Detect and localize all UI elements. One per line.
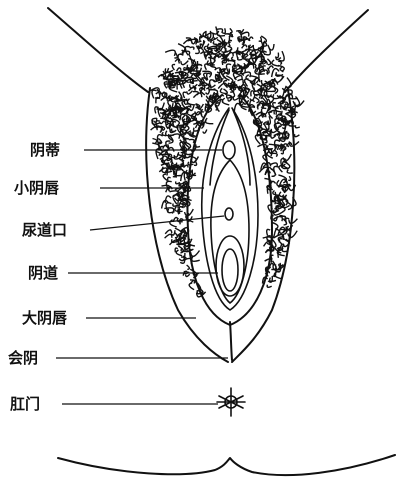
hair-curl: [230, 28, 232, 32]
hair-curl: [213, 41, 217, 44]
buttocks-outline: [58, 455, 395, 475]
hair-curl: [192, 40, 196, 44]
hair-curl: [187, 91, 193, 94]
hair-curl: [267, 229, 271, 235]
hair-curl: [179, 207, 184, 214]
hair-curl: [278, 175, 286, 183]
hair-curl: [259, 37, 262, 42]
hair-curl: [190, 47, 194, 49]
hair-curl: [216, 68, 221, 71]
hair-curl: [164, 82, 167, 88]
leader-urethral-opening: [90, 216, 224, 230]
hair-curl: [254, 97, 259, 103]
hair-curl: [213, 27, 217, 35]
hair-curl: [233, 97, 239, 100]
label-perineum: 会阴: [8, 349, 38, 367]
hair-curl: [178, 44, 186, 53]
hair-curl: [234, 103, 241, 111]
hair-curl: [268, 66, 273, 70]
hair-curl: [181, 61, 188, 65]
labia-minora-outline: [202, 108, 258, 310]
hair-curl: [186, 274, 190, 276]
clitoris-shape: [223, 141, 235, 159]
hair-curl: [165, 68, 173, 72]
hair-curl: [271, 135, 276, 138]
hair-curl: [283, 154, 291, 161]
hair-curl: [295, 125, 299, 127]
vestibule-outline: [211, 160, 249, 303]
hair-curl: [229, 40, 232, 46]
label-labia-majora: 大阴唇: [22, 309, 67, 327]
hair-curl: [278, 206, 282, 208]
vaginal-opening-inner: [222, 249, 238, 291]
label-anus: 肛门: [10, 395, 40, 413]
hair-curl: [206, 89, 210, 94]
hair-curl: [203, 130, 207, 134]
hair-curl: [189, 283, 194, 290]
hair-curl: [242, 45, 247, 48]
hair-curl: [176, 181, 180, 183]
label-vagina: 阴道: [28, 264, 58, 282]
left-thigh-outline: [48, 8, 148, 92]
hair-curl: [274, 166, 279, 175]
urethral-opening-shape: [225, 208, 233, 220]
hair-curl: [286, 78, 291, 88]
hair-curl: [289, 93, 298, 99]
hair-curl: [249, 37, 253, 41]
hair-curl: [205, 64, 208, 70]
hair-curl: [165, 230, 172, 234]
hair-curl: [185, 209, 194, 216]
hair-curl: [271, 255, 273, 259]
label-clitoris: 阴蒂: [30, 141, 60, 159]
hair-curl: [258, 105, 261, 110]
hair-curl: [277, 122, 281, 127]
hair-curl: [275, 53, 278, 58]
hair-curl: [168, 100, 172, 107]
hair-curl: [282, 86, 286, 90]
label-labia-minora: 小阴唇: [14, 179, 59, 197]
hair-curl: [267, 285, 272, 288]
hair-curl: [284, 164, 287, 168]
hair-curl: [287, 170, 293, 174]
hair-curl: [165, 234, 172, 238]
hair-curl: [189, 139, 194, 142]
hair-curl: [160, 121, 164, 124]
hair-curl: [187, 59, 193, 69]
anus-shape: [217, 388, 245, 416]
hair-curl: [238, 79, 244, 82]
hair-curl: [188, 197, 192, 201]
hair-curl: [183, 92, 186, 98]
hair-curl: [165, 50, 175, 56]
hair-curl: [279, 51, 285, 61]
hair-curl: [152, 90, 157, 98]
hair-curl: [187, 265, 190, 269]
hair-curl: [270, 181, 276, 187]
hair-curl: [289, 219, 298, 224]
hair-curl: [172, 65, 175, 71]
hair-curl: [192, 257, 200, 262]
hair-curl: [163, 145, 167, 148]
hair-curl: [171, 129, 175, 132]
hair-curl: [273, 153, 278, 156]
hair-curl: [272, 169, 276, 177]
pubic-hair: [151, 27, 305, 297]
hair-curl: [192, 132, 197, 137]
hair-curl: [225, 34, 230, 38]
hair-curl: [295, 134, 300, 137]
hair-curl: [191, 251, 200, 257]
hair-curl: [288, 176, 290, 180]
hair-curl: [232, 57, 236, 61]
hair-curl: [269, 44, 274, 50]
label-urethral-opening: 尿道口: [22, 221, 67, 239]
perineum-line: [230, 322, 232, 360]
hair-curl: [267, 145, 273, 149]
vaginal-opening-outer: [216, 236, 244, 296]
hair-curl: [153, 139, 157, 143]
hair-curl: [272, 60, 279, 66]
right-thigh-outline: [285, 10, 368, 92]
